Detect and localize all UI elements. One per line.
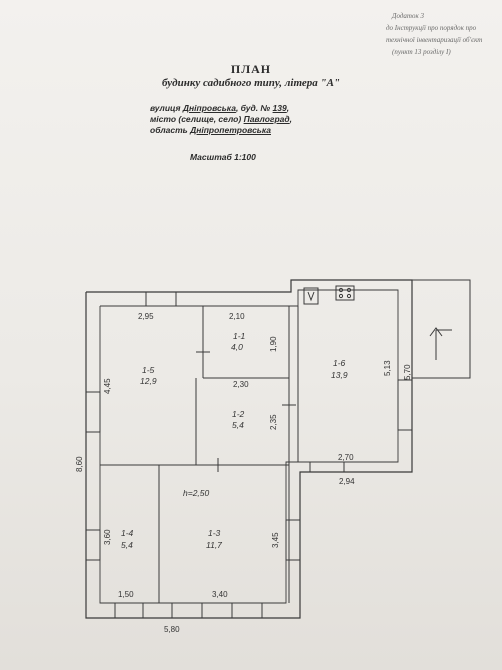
stove-burner: [346, 287, 352, 293]
appendix-line: (пункт 13 розділу I): [392, 48, 451, 56]
stove-burner: [346, 293, 352, 299]
room-1-3-id: 1-3: [208, 528, 221, 538]
window: [231, 602, 263, 619]
scale-note: Масштаб 1:100: [190, 152, 256, 162]
dimension-label: 2,94: [339, 477, 355, 486]
window: [397, 379, 413, 431]
window: [85, 529, 101, 561]
appendix-line: до Інструкції про порядок про: [386, 24, 477, 32]
address-line-region: область Дніпропетровська: [150, 125, 271, 135]
city-value: Павлоград: [243, 114, 290, 124]
dimension-label: 3,45: [271, 532, 280, 548]
region-label: область: [150, 125, 188, 135]
dimension-label: 8,60: [75, 456, 84, 472]
dimension-label: 5,80: [164, 625, 180, 634]
room-1-4-area: 5,4: [121, 540, 133, 550]
plan-title: ПЛАН: [230, 62, 272, 76]
dimension-label: 5,13: [383, 360, 392, 376]
room-1-6-id: 1-6: [333, 358, 346, 368]
room-1-4-id: 1-4: [121, 528, 134, 538]
room-1-5-area: 12,9: [140, 376, 157, 386]
dimension-label: 1,50: [118, 590, 134, 599]
dimension-label: 2,10: [229, 312, 245, 321]
room-1-1-id: 1-1: [233, 331, 246, 341]
building-label: буд. №: [240, 103, 271, 113]
entrance-arrowhead: [429, 327, 443, 337]
window: [145, 291, 177, 307]
appendix-line: Додаток 3: [392, 12, 424, 20]
window: [309, 461, 345, 473]
window: [114, 602, 144, 619]
dimension-label: 3,40: [212, 590, 228, 599]
street-value: Дніпровська: [182, 103, 236, 113]
room-1-3-area: 11,7: [206, 540, 222, 550]
dimension-label: 2,95: [138, 312, 154, 321]
appendix-line: технічної інвентаризації об'єкт: [386, 36, 483, 44]
porch-outline: [412, 279, 471, 379]
window: [85, 391, 101, 433]
stove-burner: [338, 293, 344, 299]
room-1-2-area: 5,4: [232, 420, 244, 430]
dimension-label: 4,45: [103, 378, 112, 394]
address-line-city: місто (селище, село) Павлоград,: [150, 114, 293, 124]
dimension-label: 1,90: [269, 336, 278, 352]
stove: [335, 285, 355, 301]
dimension-label: 5,70: [403, 364, 412, 380]
city-label: місто (селище, село): [150, 114, 242, 124]
building-value: 139: [272, 103, 287, 113]
room-1-1-area: 4,0: [231, 342, 243, 352]
window: [285, 519, 301, 561]
dimension-label: 2,70: [338, 453, 354, 462]
window: [171, 602, 203, 619]
dimension-label: 3,60: [103, 529, 112, 545]
ceiling-height: h=2,50: [183, 488, 210, 498]
plan-subtitle: будинку садибного типу, літера "А": [161, 77, 341, 89]
sink-drain: [307, 291, 315, 302]
sink: [303, 287, 319, 305]
stove-burner: [338, 287, 344, 293]
dimension-label: 2,30: [233, 380, 249, 389]
room-1-6-area: 13,9: [331, 370, 348, 380]
dimension-label: 2,35: [269, 414, 278, 430]
inner-wall-line: [99, 289, 399, 604]
street-label: вулиця: [150, 103, 181, 113]
region-value: Дніпропетровська: [190, 125, 271, 135]
appendix-note: Додаток 3 до Інструкції про порядок про …: [386, 10, 482, 58]
room-1-2-id: 1-2: [232, 409, 245, 419]
address-line-street: вулиця Дніпровська, буд. № 139,: [150, 103, 290, 113]
room-1-5-id: 1-5: [142, 365, 155, 375]
outer-wall: [85, 279, 413, 619]
